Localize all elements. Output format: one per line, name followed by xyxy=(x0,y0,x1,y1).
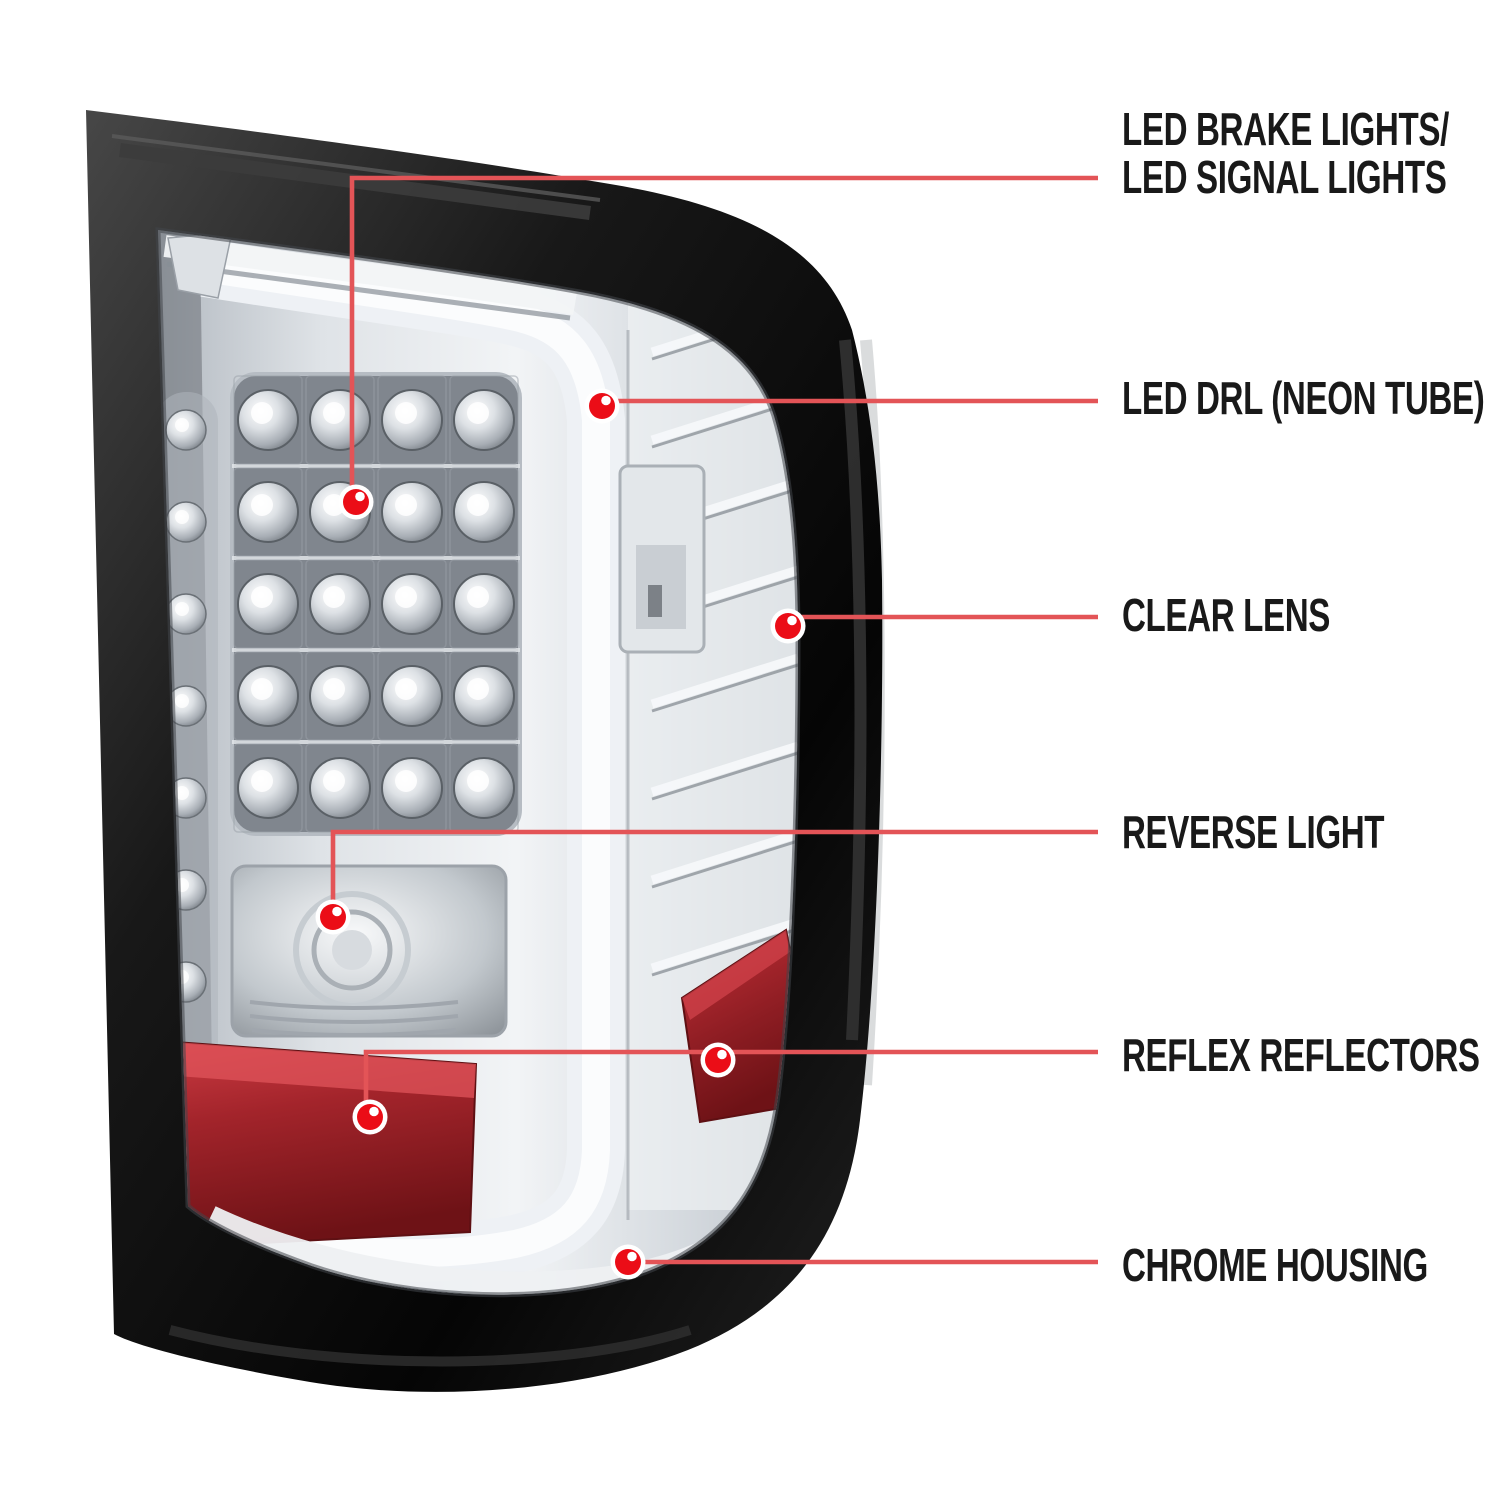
led-cell xyxy=(449,375,519,465)
led-highlight xyxy=(251,586,273,608)
led-cell xyxy=(449,559,519,649)
led-highlight xyxy=(467,586,489,608)
led-highlight xyxy=(395,586,417,608)
rib-line xyxy=(650,741,798,797)
led-cell xyxy=(449,651,519,741)
led-highlight xyxy=(323,678,345,700)
label-line: REVERSE LIGHT xyxy=(1122,806,1385,858)
led-highlight xyxy=(467,402,489,424)
rib-line xyxy=(650,917,798,973)
signal-led-highlight xyxy=(175,418,189,432)
led-highlight xyxy=(323,770,345,792)
signal-led-highlight xyxy=(175,510,189,524)
led-highlight xyxy=(467,678,489,700)
callout-brake-signal xyxy=(338,175,1098,520)
led-cell xyxy=(233,467,303,557)
callout-dot-clear-lens xyxy=(770,608,806,644)
label-line: LED BRAKE LIGHTS/ xyxy=(1122,103,1449,155)
callout-clear-lens xyxy=(770,608,1098,644)
label-led-drl: LED DRL (NEON TUBE) xyxy=(1122,372,1485,424)
signal-led-highlight xyxy=(175,786,189,800)
label-clear-lens: CLEAR LENS xyxy=(1122,591,1330,639)
led-cell xyxy=(449,467,519,557)
led-highlight xyxy=(395,770,417,792)
led-brake-signal-array xyxy=(230,372,522,836)
led-cell xyxy=(233,743,303,833)
callout-dot-reflex-left xyxy=(352,1099,388,1135)
callout-reverse-light xyxy=(315,829,1098,935)
rib-shadow-line xyxy=(651,663,798,713)
led-highlight xyxy=(323,586,345,608)
led-highlight xyxy=(251,494,273,516)
connector-window xyxy=(618,464,706,654)
label-line: CLEAR LENS xyxy=(1122,589,1331,641)
label-line: LED SIGNAL LIGHTS xyxy=(1122,151,1447,203)
led-cell xyxy=(377,651,447,741)
callout-dot-reflex-right xyxy=(700,1042,736,1078)
led-highlight xyxy=(323,402,345,424)
led-cell xyxy=(377,467,447,557)
callout-dot-brake-signal xyxy=(338,484,374,520)
label-reflex-reflectors: REFLEX REFLECTORS xyxy=(1122,1031,1480,1079)
rib-line xyxy=(650,653,798,709)
callout-dot-drl xyxy=(584,388,620,424)
rib-line xyxy=(650,829,798,885)
led-highlight xyxy=(467,494,489,516)
led-highlight xyxy=(251,678,273,700)
led-highlight xyxy=(395,678,417,700)
led-highlight xyxy=(251,770,273,792)
label-line: LED DRL (NEON TUBE) xyxy=(1122,372,1485,424)
led-cell xyxy=(377,559,447,649)
led-cell xyxy=(377,375,447,465)
callout-drl xyxy=(584,388,1098,424)
callout-dot-reverse-light xyxy=(315,899,351,935)
led-cell xyxy=(233,375,303,465)
led-cell xyxy=(305,651,375,741)
label-line: REFLEX REFLECTORS xyxy=(1122,1029,1480,1081)
led-cell xyxy=(233,651,303,741)
label-reverse-light: REVERSE LIGHT xyxy=(1122,806,1385,858)
label-line: CHROME HOUSING xyxy=(1122,1239,1428,1291)
label-chrome-housing: CHROME HOUSING xyxy=(1122,1241,1428,1289)
callout-chrome-housing xyxy=(610,1244,1098,1280)
led-highlight xyxy=(395,494,417,516)
led-cell xyxy=(233,559,303,649)
led-highlight xyxy=(395,402,417,424)
led-highlight xyxy=(467,770,489,792)
rib-shadow-line xyxy=(651,839,798,889)
rib-shadow-line xyxy=(651,927,798,977)
led-cell xyxy=(305,559,375,649)
callout-reflex-reflectors xyxy=(352,1042,1098,1135)
led-cell xyxy=(305,375,375,465)
callout-dot-chrome-housing xyxy=(610,1244,646,1280)
label-led-brake-signal: LED BRAKE LIGHTS/ LED SIGNAL LIGHTS xyxy=(1122,105,1449,201)
reverse-light xyxy=(230,864,508,1038)
rib-shadow-line xyxy=(651,751,798,801)
signal-led-highlight xyxy=(175,602,189,616)
led-highlight xyxy=(251,402,273,424)
top-chrome-strip xyxy=(163,231,577,321)
signal-led-highlight xyxy=(175,694,189,708)
led-cell xyxy=(305,467,375,557)
